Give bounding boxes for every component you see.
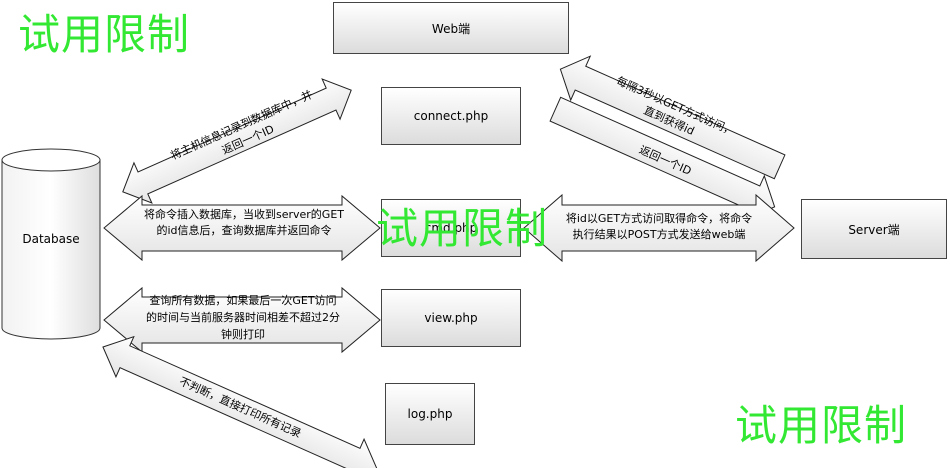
arrow-db-log (102, 335, 378, 468)
arrow-db-view (103, 286, 381, 354)
server-edge-line1: 将id以GET方式访问取得命令，将命令 (565, 212, 753, 225)
view-edge-line1: 查询所有数据，如果最后一次GET访问 (149, 294, 337, 307)
cmd-edge-line2: 的id信息后，查询数据库并返回命令 (156, 224, 332, 237)
arrow-db-cmd (103, 194, 381, 262)
log-php-label: log.php (407, 407, 453, 421)
arrow-server-poll (559, 55, 786, 180)
cmd-php-node[interactable]: cmd.php (381, 199, 521, 257)
server-edge-line2: 执行结果以POST方式发送给web端 (572, 228, 746, 241)
arrow-cmd-server (523, 193, 795, 263)
server-edge-label: 将id以GET方式访问取得命令，将命令 执行结果以POST方式发送给web端 (544, 211, 774, 243)
view-php-label: view.php (424, 311, 478, 325)
server-node-label: Server端 (848, 222, 900, 237)
log-php-node[interactable]: log.php (385, 383, 475, 445)
web-node[interactable]: Web端 (333, 2, 569, 54)
watermark-center: 试用限制 (376, 204, 549, 253)
connect-php-node[interactable]: connect.php (381, 87, 521, 145)
view-edge-label: 查询所有数据，如果最后一次GET访问 的时间与当前服务器时间相差不超过2分 钟则… (118, 292, 368, 343)
web-node-label: Web端 (431, 21, 471, 36)
view-edge-line2: 的时间与当前服务器时间相差不超过2分 (146, 311, 340, 324)
watermark-top-left: 试用限制 (18, 10, 191, 59)
connect-php-label: connect.php (413, 109, 489, 123)
view-php-node[interactable]: view.php (381, 289, 521, 347)
cmd-php-label: cmd.php (424, 221, 478, 235)
server-node[interactable]: Server端 (801, 199, 947, 259)
database-label: Database (22, 232, 80, 246)
cmd-edge-label: 将命令插入数据库，当收到server的GET 的id信息后，查询数据库并返回命令 (124, 207, 364, 239)
view-edge-line3: 钟则打印 (221, 328, 265, 341)
arrow-db-connect (122, 78, 352, 204)
database-node[interactable] (1, 148, 101, 340)
watermark-bottom-right: 试用限制 (735, 401, 908, 450)
cmd-edge-line1: 将命令插入数据库，当收到server的GET (143, 208, 344, 221)
